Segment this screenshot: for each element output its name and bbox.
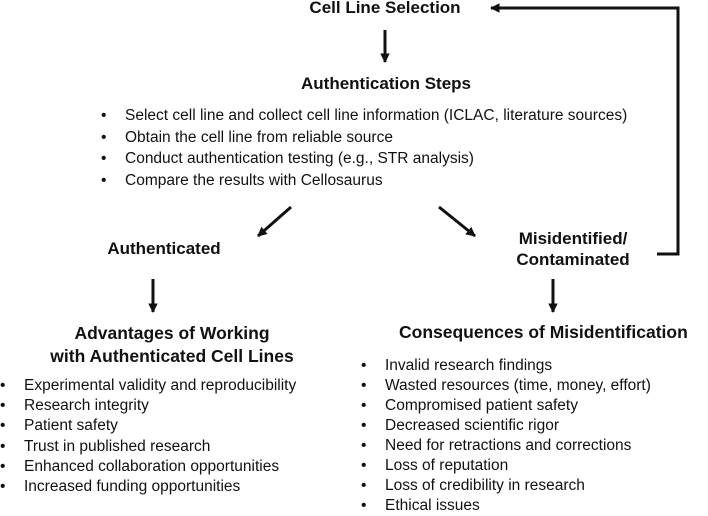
misidentified-label: Misidentified/ Contaminated	[516, 228, 629, 270]
list-item: Obtain the cell line from reliable sourc…	[101, 127, 627, 149]
arrow-steps-to-misidentified	[438, 205, 476, 238]
authentication-steps-list: Select cell line and collect cell line i…	[101, 105, 627, 191]
list-item: Invalid research findings	[361, 356, 651, 376]
advantages-heading-line1: Advantages of Working	[74, 323, 270, 343]
list-item: Decreased scientific rigor	[361, 416, 651, 436]
consequences-list: Invalid research findings Wasted resourc…	[361, 356, 651, 516]
list-item: Ethical issues	[361, 496, 651, 516]
list-item: Trust in published research	[0, 437, 296, 457]
list-item: Experimental validity and reproducibilit…	[0, 376, 296, 396]
list-item: Loss of credibility in research	[361, 476, 651, 496]
arrow-feedback-loop	[490, 3, 680, 256]
consequences-heading: Consequences of Misidentification	[399, 322, 688, 342]
list-item: Select cell line and collect cell line i…	[101, 105, 627, 127]
cell-line-selection-title: Cell Line Selection	[309, 0, 461, 17]
authentication-steps-title: Authentication Steps	[300, 74, 472, 93]
list-item: Loss of reputation	[361, 456, 651, 476]
list-item: Patient safety	[0, 416, 296, 436]
authenticated-label: Authenticated	[107, 239, 221, 258]
list-item: Compare the results with Cellosaurus	[101, 170, 627, 192]
misidentified-label-line1: Misidentified/	[518, 229, 628, 248]
list-item: Compromised patient safety	[361, 396, 651, 416]
misidentified-label-line2: Contaminated	[516, 250, 630, 269]
advantages-heading: Advantages of Working with Authenticated…	[50, 322, 293, 368]
list-item: Increased funding opportunities	[0, 477, 296, 497]
list-item: Enhanced collaboration opportunities	[0, 457, 296, 477]
arrow-steps-to-authenticated	[257, 205, 292, 238]
list-item: Conduct authentication testing (e.g., ST…	[101, 148, 627, 170]
advantages-list: Experimental validity and reproducibilit…	[0, 376, 296, 497]
list-item: Wasted resources (time, money, effort)	[361, 376, 651, 396]
list-item: Need for retractions and corrections	[361, 436, 651, 456]
list-item: Research integrity	[0, 396, 296, 416]
advantages-heading-line2: with Authenticated Cell Lines	[50, 346, 294, 366]
